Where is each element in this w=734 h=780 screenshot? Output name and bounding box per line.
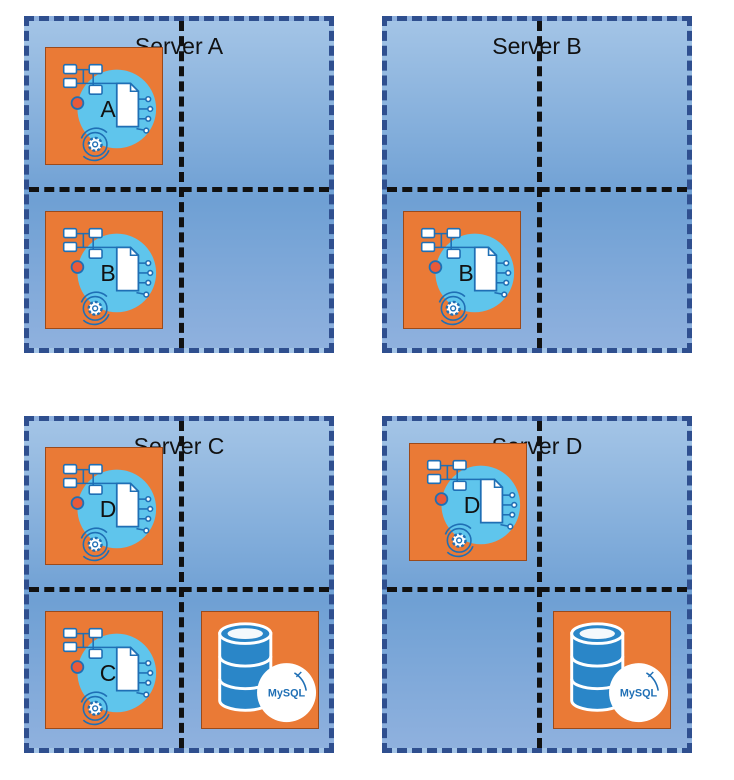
server-b-title: Server B bbox=[492, 33, 582, 59]
mysql-database-icon: MySQL bbox=[202, 612, 318, 728]
app-label: B bbox=[458, 260, 474, 286]
mysql-db-tile[interactable]: MySQL bbox=[201, 611, 319, 729]
app-tile-d[interactable]: D bbox=[45, 447, 163, 565]
app-tile-a[interactable]: A bbox=[45, 47, 163, 165]
app-label: D bbox=[99, 496, 117, 522]
server-a-horizontal-divider bbox=[29, 187, 329, 192]
mysql-db-tile[interactable]: MySQL bbox=[553, 611, 671, 729]
app-label: C bbox=[99, 660, 117, 686]
server-d-horizontal-divider bbox=[387, 587, 687, 592]
server-d-vertical-divider bbox=[537, 421, 542, 748]
mysql-label: MySQL bbox=[620, 688, 658, 700]
app-tile-c[interactable]: C bbox=[45, 611, 163, 729]
app-tile-b[interactable]: B bbox=[403, 211, 521, 329]
server-b-horizontal-divider bbox=[387, 187, 687, 192]
server-b: Server B B bbox=[382, 16, 692, 353]
app-tile-d[interactable]: D bbox=[409, 443, 527, 561]
app-tile-b[interactable]: B bbox=[45, 211, 163, 329]
server-a: Server A A B bbox=[24, 16, 334, 353]
mysql-database-icon: MySQL bbox=[554, 612, 670, 728]
server-c-vertical-divider bbox=[179, 421, 184, 748]
server-c-horizontal-divider bbox=[29, 587, 329, 592]
mysql-label: MySQL bbox=[268, 688, 306, 700]
app-label: A bbox=[100, 96, 116, 122]
server-b-vertical-divider bbox=[537, 21, 542, 348]
server-c: Server C D C MySQL bbox=[24, 416, 334, 753]
app-label: D bbox=[463, 492, 481, 518]
server-a-vertical-divider bbox=[179, 21, 184, 348]
server-d: Server D D MySQL bbox=[382, 416, 692, 753]
app-label: B bbox=[100, 260, 116, 286]
